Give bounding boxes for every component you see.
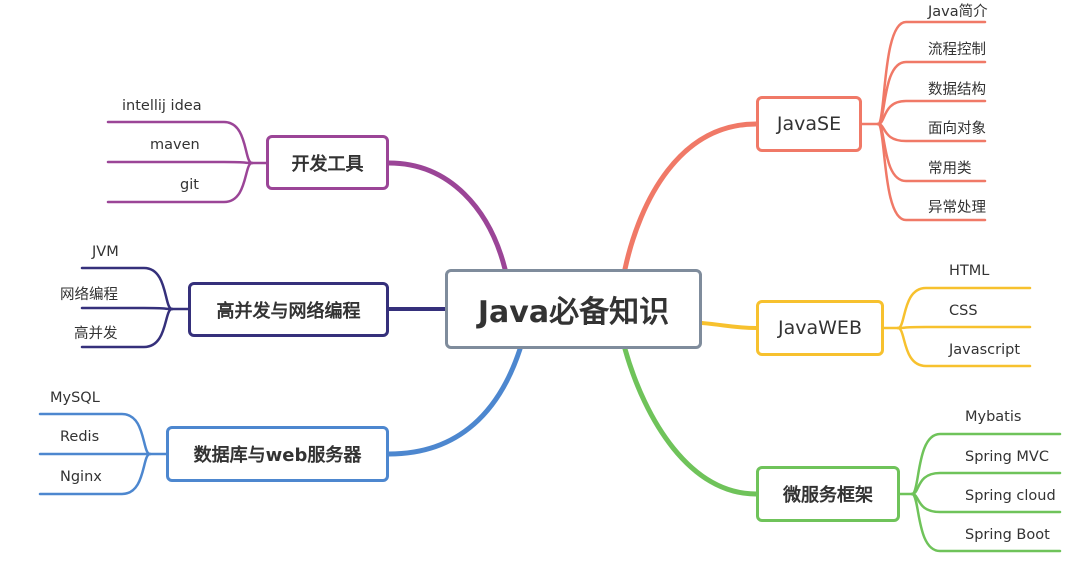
branch-javase[interactable]: JavaSE [756,96,862,152]
connector-concurrency-leaf-0 [80,266,174,311]
connector-root-javase [622,121,759,272]
leaf-concurrency-0[interactable]: JVM [92,244,119,260]
connector-root-micro [622,346,759,497]
branch-label: JavaSE [776,113,842,135]
root-label: Java必备知识 [477,295,670,330]
connector-tools-leaf-0 [106,120,254,165]
leaf-micro-2[interactable]: Spring cloud [965,488,1056,504]
branch-microservices[interactable]: 微服务框架 [756,466,900,522]
connector-javaweb-leaf-2 [896,326,1032,368]
connector-javaweb-leaf-1 [896,325,1032,330]
leaf-micro-0[interactable]: Mybatis [965,409,1022,425]
connector-root-tools [386,160,508,272]
leaf-javase-4[interactable]: 常用类 [928,161,972,177]
leaf-javase-1[interactable]: 流程控制 [928,42,986,58]
branch-javaweb[interactable]: JavaWEB [756,300,884,356]
leaf-tools-2[interactable]: git [180,177,199,193]
leaf-micro-1[interactable]: Spring MVC [965,449,1049,465]
leaf-concurrency-1[interactable]: 网络编程 [60,287,118,303]
connector-root-javaweb [700,321,758,330]
leaf-javase-3[interactable]: 面向对象 [928,121,986,137]
leaf-javase-0[interactable]: Java简介 [928,4,988,20]
leaf-tools-1[interactable]: maven [150,137,200,153]
connector-javase-leaf-5 [876,122,987,222]
connector-concurrency-leaf-1 [80,306,174,311]
leaf-micro-3[interactable]: Spring Boot [965,527,1050,543]
leaf-javaweb-2[interactable]: Javascript [949,342,1021,358]
connector-database-leaf-2 [38,452,152,496]
connector-database-leaf-0 [38,412,152,456]
connector-tools-leaf-2 [106,161,254,204]
connector-javase-leaf-2 [876,99,987,126]
root-node[interactable]: Java必备知识 [445,269,702,349]
connector-concurrency-leaf-2 [80,307,174,349]
branch-label: 微服务框架 [783,485,873,506]
branch-concurrency-networking[interactable]: 高并发与网络编程 [188,282,389,337]
leaf-javase-2[interactable]: 数据结构 [928,82,986,98]
leaf-database-2[interactable]: Nginx [60,469,102,485]
branch-database-webserver[interactable]: 数据库与web服务器 [166,426,389,482]
leaf-javaweb-1[interactable]: CSS [949,303,978,319]
branch-label: 高并发与网络编程 [216,300,361,322]
connector-micro-leaf-3 [910,492,1062,553]
connector-javaweb-leaf-0 [896,286,1032,330]
connector-tools-leaf-1 [106,160,254,165]
leaf-database-0[interactable]: MySQL [50,390,100,406]
leaf-javase-5[interactable]: 异常处理 [928,200,986,216]
connector-micro-leaf-1 [910,471,1062,496]
branch-label: 开发工具 [291,153,364,175]
branch-label: JavaWEB [778,317,862,339]
branch-dev-tools[interactable]: 开发工具 [266,135,389,190]
leaf-tools-0[interactable]: intellij idea [122,98,202,114]
leaf-javaweb-0[interactable]: HTML [949,263,990,279]
leaf-database-1[interactable]: Redis [60,429,100,445]
connector-root-database [386,346,523,457]
branch-label: 数据库与web服务器 [193,445,362,466]
leaf-concurrency-2[interactable]: 高并发 [74,326,118,342]
